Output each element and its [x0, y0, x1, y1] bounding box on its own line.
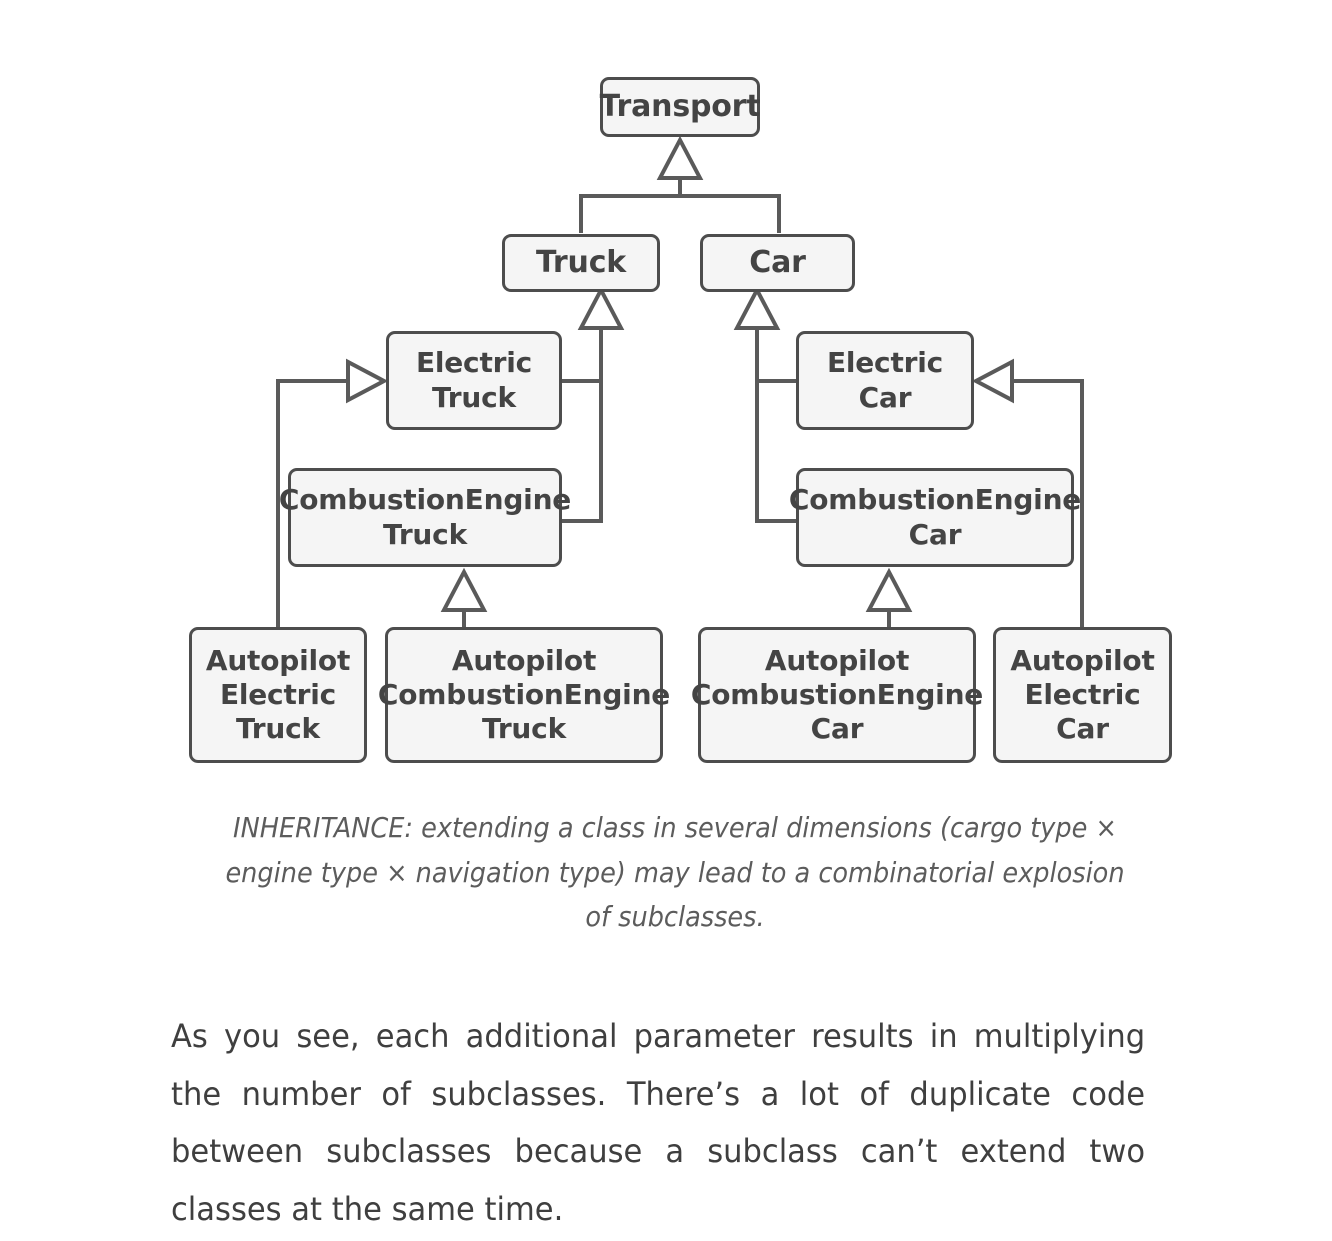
arrowhead-generalization-transport [656, 135, 704, 180]
class-label: CombustionEngine Car [788, 483, 1082, 551]
class-label: CombustionEngine Truck [278, 483, 572, 551]
class-box-transport[interactable]: Transport [600, 77, 761, 137]
class-label: Truck [535, 244, 627, 280]
diagram-connectors [276, 135, 1084, 627]
arrowhead-generalization-cetruck [440, 567, 488, 612]
class-label: Electric Car [826, 346, 944, 414]
class-label: Autopilot CombustionEngine Car [690, 643, 984, 746]
class-box-electric-truck[interactable]: Electric Truck [386, 331, 562, 430]
edge-apetruck-to-etruck [276, 379, 352, 627]
figure-caption: INHERITANCE: extending a class in severa… [225, 812, 1125, 934]
class-label: Autopilot Electric Car [1010, 643, 1155, 746]
class-box-car[interactable]: Car [700, 234, 855, 292]
arrowhead-generalization-etruck [346, 358, 389, 404]
class-box-autopilot-combustionengine-truck[interactable]: Autopilot CombustionEngine Truck [378, 627, 670, 763]
class-box-autopilot-electric-truck[interactable]: Autopilot Electric Truck [189, 627, 367, 763]
class-label: Autopilot CombustionEngine Truck [377, 643, 671, 746]
edge-transport-bus [579, 194, 781, 233]
class-label: Car [749, 244, 806, 280]
class-box-combustionengine-car[interactable]: CombustionEngine Car [789, 468, 1081, 567]
arrowhead-generalization-truck [577, 285, 625, 330]
class-box-combustionengine-truck[interactable]: CombustionEngine Truck [279, 468, 571, 567]
class-box-truck[interactable]: Truck [502, 234, 660, 292]
arrowhead-generalization-ecar [971, 358, 1014, 404]
class-label: Autopilot Electric Truck [205, 643, 351, 746]
class-box-autopilot-combustionengine-car[interactable]: Autopilot CombustionEngine Car [691, 627, 983, 763]
arrowhead-generalization-cecar [865, 567, 913, 612]
class-diagram: Transport Truck Car Electric Truck Elect… [189, 77, 1172, 763]
class-box-electric-car[interactable]: Electric Car [796, 331, 974, 430]
body-paragraph: As you see, each additional parameter re… [171, 1017, 1146, 1228]
class-box-autopilot-electric-car[interactable]: Autopilot Electric Car [993, 627, 1172, 763]
edge-apecar-to-ecar [1010, 379, 1084, 627]
arrowhead-generalization-car [733, 285, 781, 330]
class-label: Electric Truck [415, 346, 533, 414]
class-label: Transport [599, 88, 761, 124]
